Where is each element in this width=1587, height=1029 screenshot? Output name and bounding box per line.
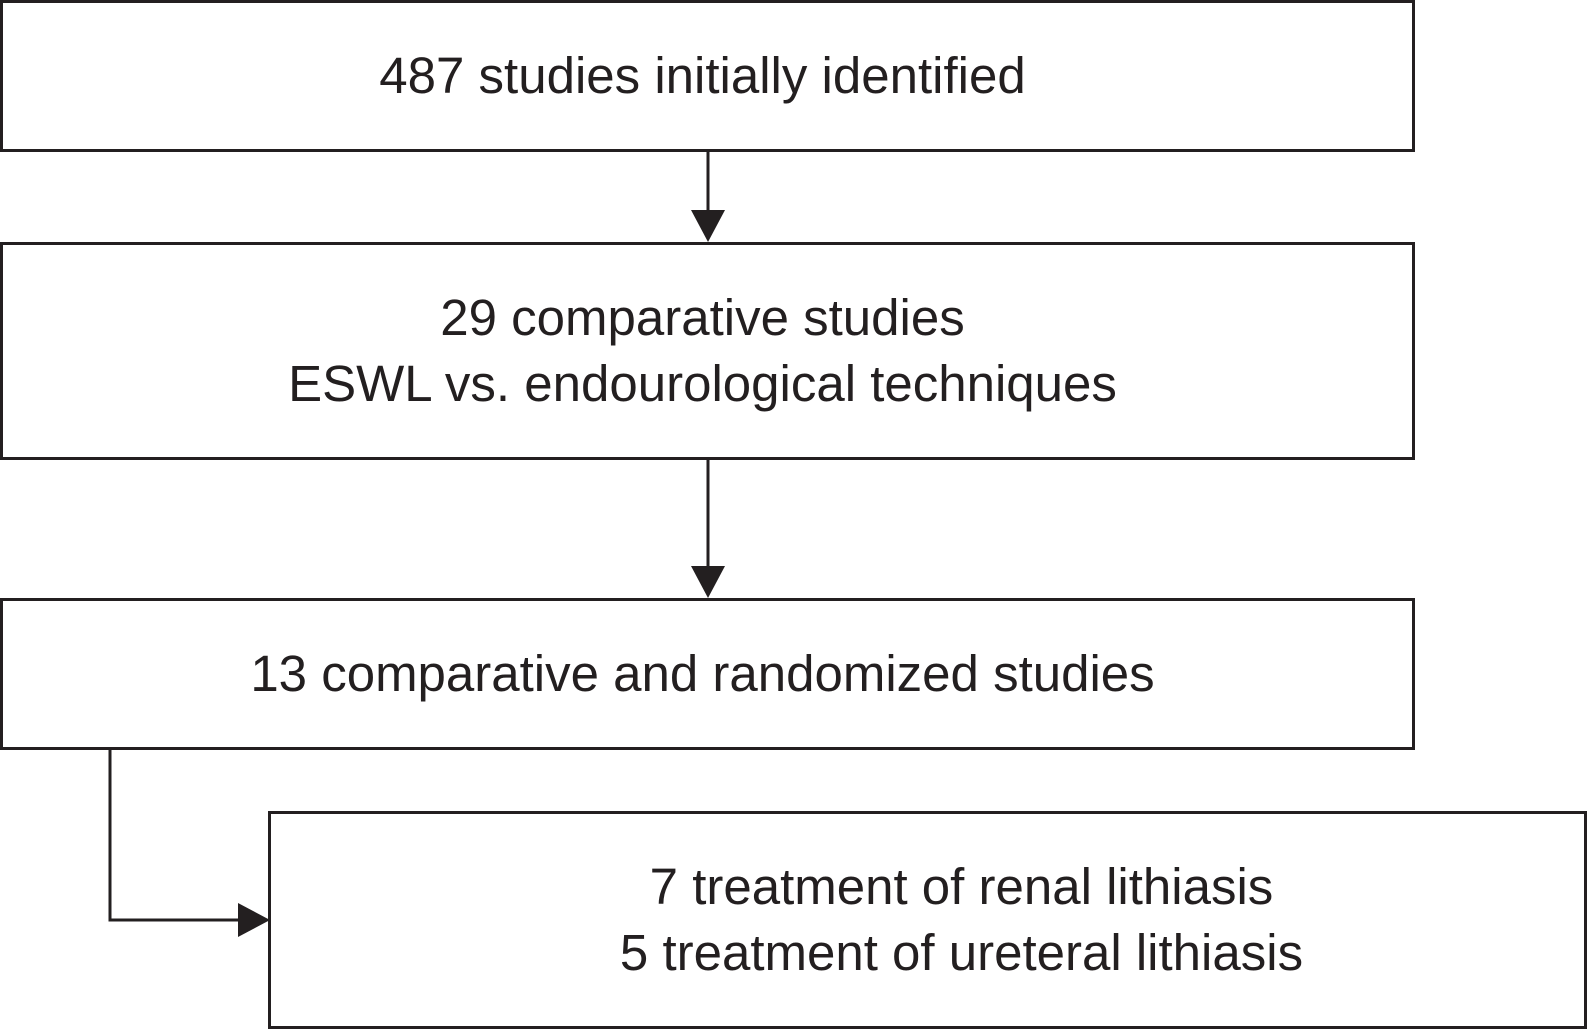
box-randomized-studies: 13 comparative and randomized studies	[0, 598, 1415, 750]
box-initial-studies: 487 studies initially identified	[0, 0, 1415, 152]
box-comparative-studies-line-1: 29 comparative studies	[440, 289, 965, 346]
box-treatment-ureteral: 5 treatment of ureteral lithiasis	[619, 924, 1304, 981]
box-treatment-breakdown: 7 treatment of renal lithiasis 5 treatme…	[268, 811, 1587, 1029]
connector-3-4-line	[108, 750, 240, 922]
box-treatment-renal: 7 treatment of renal lithiasis	[649, 858, 1274, 915]
arrowhead-2-3	[691, 566, 725, 598]
box-comparative-studies: 29 comparative studies ESWL vs. endourol…	[0, 242, 1415, 460]
box-initial-studies-text: 487 studies initially identified	[379, 47, 1026, 104]
arrowhead-1-2	[691, 210, 725, 242]
box-comparative-studies-line-2: ESWL vs. endourological techniques	[288, 355, 1117, 412]
box-randomized-studies-text: 13 comparative and randomized studies	[250, 645, 1155, 702]
arrowhead-3-4	[238, 903, 270, 937]
